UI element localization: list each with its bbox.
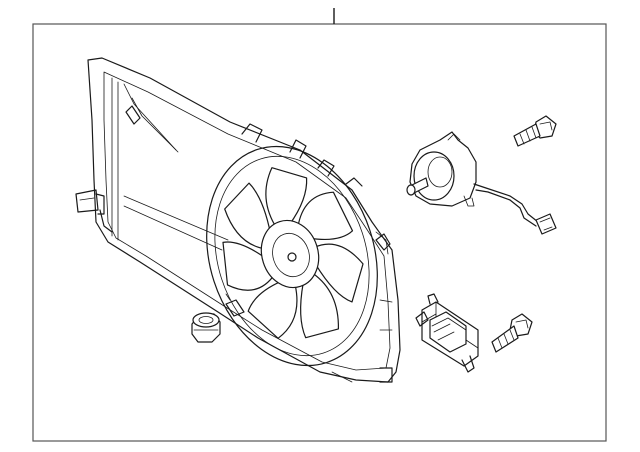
lower-bolt bbox=[491, 313, 533, 353]
upper-bolt bbox=[513, 115, 557, 147]
control-module bbox=[415, 293, 479, 373]
motor-wiring-harness bbox=[473, 183, 557, 235]
fan-blade bbox=[206, 145, 378, 367]
fan-blade-vane bbox=[300, 272, 340, 339]
fan-blade-vane bbox=[247, 280, 298, 339]
fan-blade-vane bbox=[222, 241, 276, 291]
diagram-frame bbox=[32, 23, 607, 442]
fan-blade-vane bbox=[224, 182, 272, 250]
fan-blade-vane bbox=[297, 191, 354, 241]
fan-motor bbox=[406, 131, 477, 207]
fan-blade-vane bbox=[265, 167, 308, 229]
fan-shroud bbox=[75, 57, 401, 383]
fan-blade-vane bbox=[313, 243, 364, 303]
insulator-grommet bbox=[191, 312, 221, 343]
